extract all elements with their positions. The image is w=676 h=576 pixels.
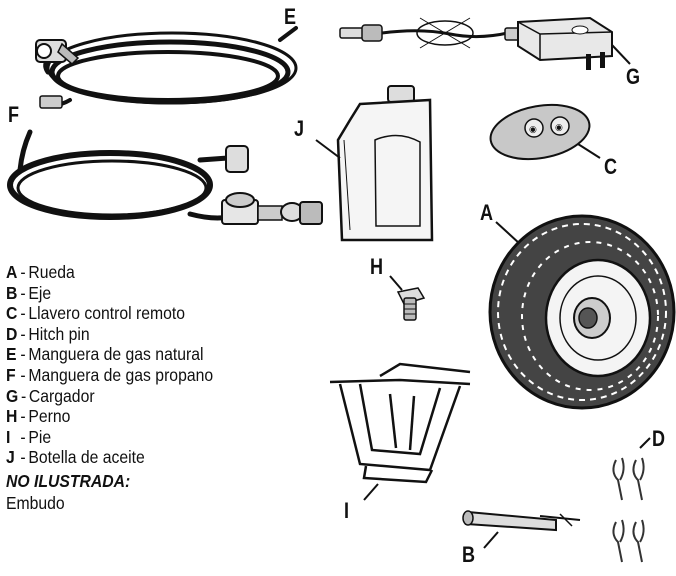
legend-item-h: H-Perno [6, 406, 71, 427]
foot-drawing [329, 362, 471, 501]
wheel-drawing [488, 214, 676, 410]
legend-item-j: J-Botella de aceite [6, 447, 145, 468]
legend-item-i: I-Pie [6, 426, 52, 447]
legend-item-a: A-Rueda [6, 262, 75, 282]
legend-item-d: D-Hitch pin [6, 323, 90, 344]
callout-e: E [284, 4, 297, 29]
legend-item-g: G-Cargador [6, 385, 95, 406]
callout-c: C [604, 154, 618, 179]
bolt-drawing [389, 275, 426, 321]
legend-item-e: E-Manguera de gas natural [6, 344, 204, 365]
callout-b: B [462, 542, 476, 567]
natural-gas-hose-fittings [35, 39, 80, 109]
oil-bottle-drawing [315, 85, 434, 242]
callout-a: A [480, 200, 494, 225]
callout-j: J [294, 116, 305, 141]
charger-drawing [339, 16, 631, 70]
natural-gas-hose-drawing [43, 26, 298, 107]
not-illustrated-heading: NO ILUSTRADA: [6, 470, 131, 491]
hitch-pins-drawing [612, 437, 651, 563]
propane-hose-drawing [7, 129, 243, 221]
callout-g: G [626, 64, 641, 89]
callout-i: I [344, 498, 350, 523]
not-illustrated-item: Embudo [6, 492, 65, 513]
callout-h: H [370, 254, 384, 279]
svg-text:◉: ◉ [529, 125, 537, 135]
legend-item-f: F-Manguera de gas propano [6, 364, 214, 385]
propane-regulator [221, 145, 323, 225]
remote-key-fob-drawing: ◉ ◉ [489, 103, 601, 161]
callout-d: D [652, 426, 666, 451]
legend-item-b: B-Eje [6, 282, 52, 303]
axle-drawing [462, 510, 581, 549]
svg-text:◉: ◉ [555, 123, 563, 133]
legend-item-c: C-Llavero control remoto [6, 303, 186, 324]
parts-legend: A-Rueda B-Eje C-Llavero control remoto D… [6, 262, 306, 514]
callout-f: F [8, 102, 20, 127]
